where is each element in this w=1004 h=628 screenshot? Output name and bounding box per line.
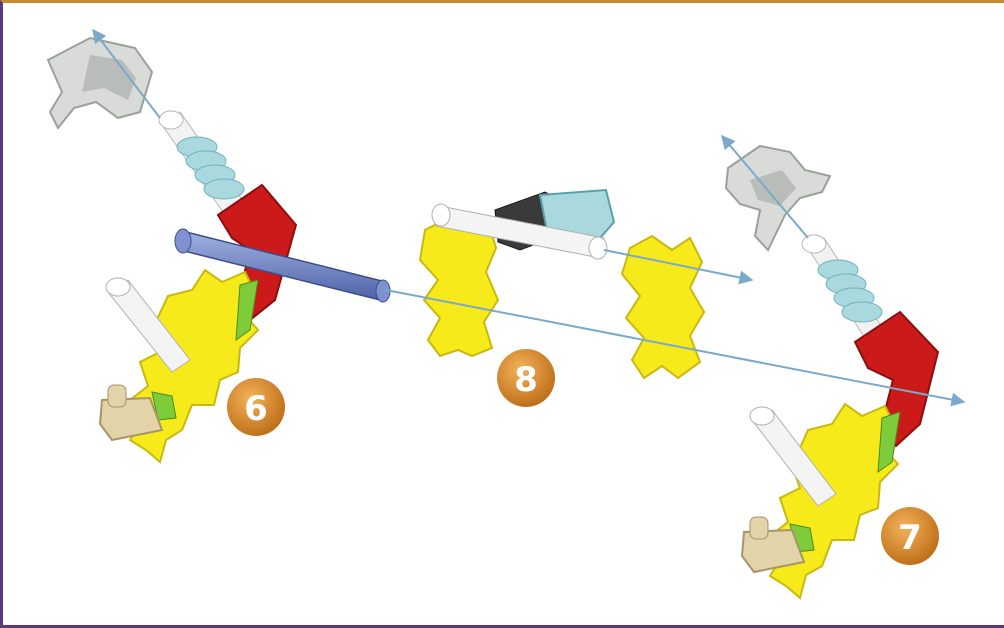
step-number-7: 7 xyxy=(898,518,922,558)
grey-connector-part xyxy=(48,38,152,128)
yellow-gear-right-part xyxy=(622,236,704,378)
step-badge-7: 7 xyxy=(881,507,939,565)
step-number-6: 6 xyxy=(244,389,268,429)
step-number-8: 8 xyxy=(514,360,538,400)
step-badge-8: 8 xyxy=(497,349,555,407)
assembly-8 xyxy=(420,190,704,378)
yellow-gear-left-part xyxy=(420,218,498,356)
assembly-6 xyxy=(48,38,390,462)
step-badge-6: 6 xyxy=(227,378,285,436)
grey-connector-part-right xyxy=(726,146,830,250)
